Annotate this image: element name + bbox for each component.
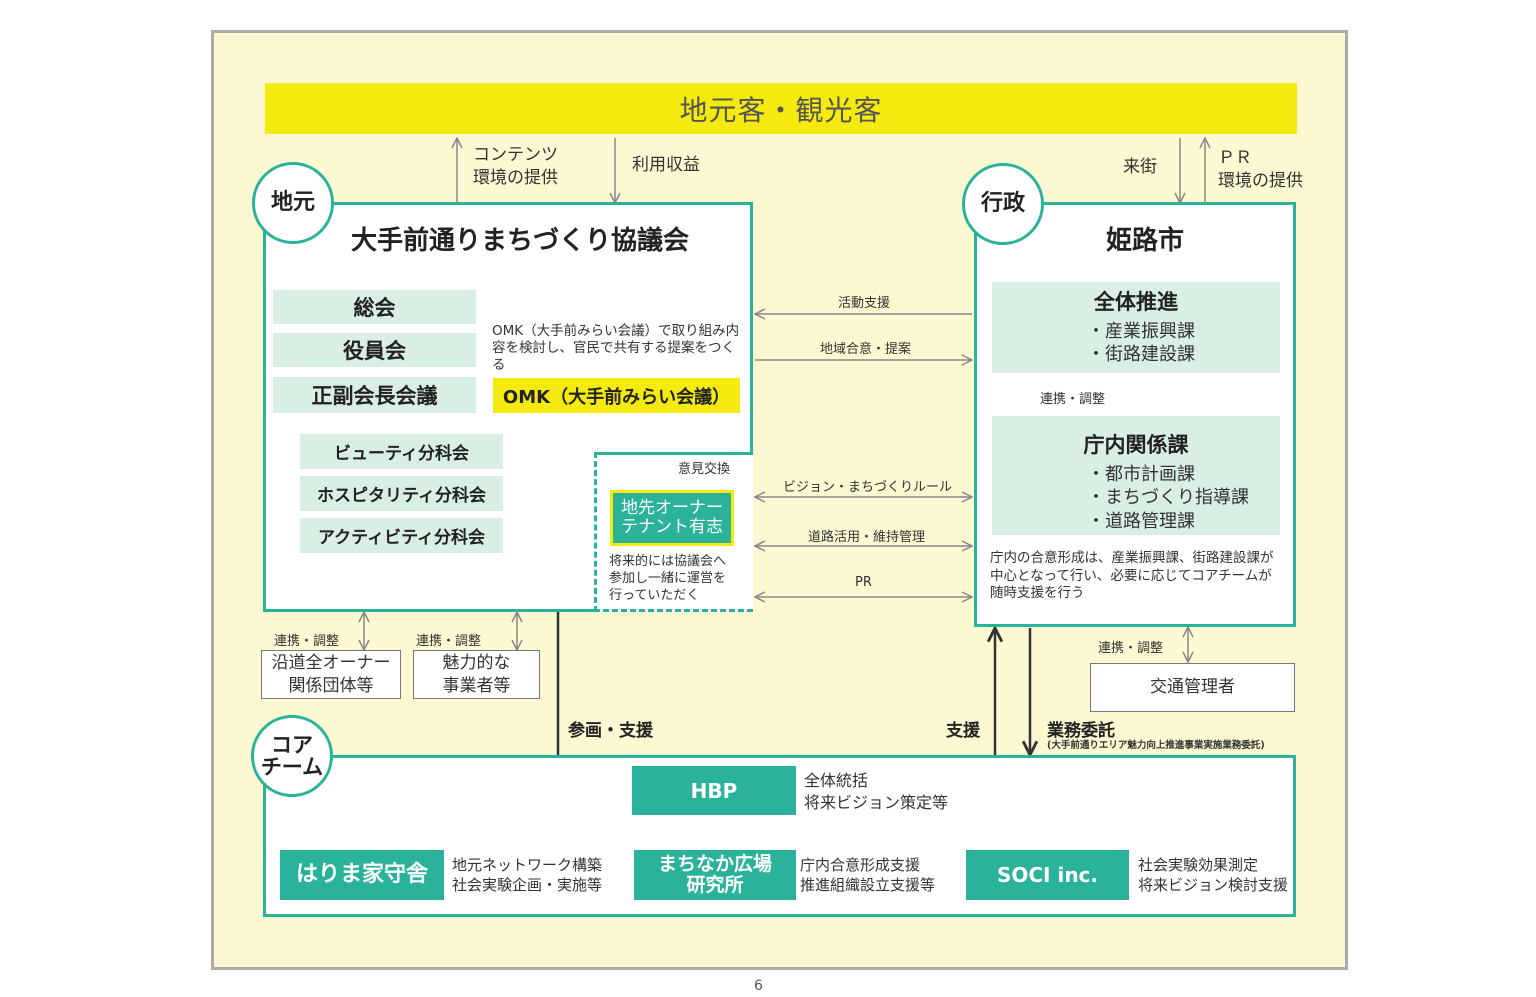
- local-badge: 地元: [252, 162, 334, 244]
- committee-chairs: 正副会長会議: [273, 377, 476, 413]
- gov-badge: 行政: [962, 163, 1044, 245]
- owner-tenant-box: 地先オーナー テナント有志: [610, 490, 734, 546]
- hbp-desc: 全体統括 将来ビジョン策定等: [804, 771, 949, 812]
- pr-label: PR: [855, 575, 872, 590]
- internal-item: ・道路管理課: [1087, 510, 1195, 532]
- vision-rules-label: ビジョン・まちづくりルール: [783, 480, 953, 495]
- owners-box: 沿道全オーナー 関係団体等: [261, 650, 401, 699]
- subcommittee-beauty: ビューティ分科会: [300, 434, 503, 469]
- promotion-item: ・産業振興課: [1087, 321, 1195, 342]
- coord-traffic-label: 連携・調整: [1098, 641, 1164, 656]
- coord-owners-label: 連携・調整: [274, 634, 340, 649]
- internal-item: ・まちづくり指導課: [1087, 487, 1249, 509]
- soci-desc: 社会実験効果測定 将来ビジョン検討支援: [1138, 856, 1289, 895]
- gov-note: 庁内の合意形成は、産業振興課、街路建設課が中心となって行い、必要に応じてコアチー…: [990, 550, 1274, 602]
- hbp-box: HBP: [632, 766, 796, 815]
- promotion-box: 全体推進 ・産業振興課 ・街路建設課: [992, 282, 1280, 373]
- traffic-box: 交通管理者: [1090, 663, 1295, 712]
- commission-note: (大手前通りエリア魅力向上推進事業実施業務委託): [1047, 740, 1265, 751]
- opinion-exchange-label: 意見交換: [678, 462, 731, 477]
- omk-box: OMK（大手前みらい会議）: [493, 378, 740, 413]
- committee-board: 役員会: [273, 333, 476, 367]
- businesses-box: 魅力的な 事業者等: [413, 650, 540, 699]
- core-team-badge: コア チーム: [251, 715, 333, 797]
- regional-consensus-label: 地域合意・提案: [820, 342, 912, 357]
- gov-coordination-label: 連携・調整: [1040, 392, 1106, 407]
- city-panel: [974, 202, 1296, 627]
- machinaka-box: まちなか広場 研究所: [634, 850, 796, 900]
- city-title: 姫路市: [1105, 226, 1184, 256]
- machinaka-desc: 庁内合意形成支援 推進組織設立支援等: [800, 856, 936, 895]
- internal-title: 庁内関係課: [1083, 433, 1189, 457]
- contents-label: コンテンツ 環境の提供: [473, 145, 558, 188]
- harima-box: はりま家守舎: [280, 850, 444, 900]
- internal-depts-box: 庁内関係課 ・都市計画課 ・まちづくり指導課 ・道路管理課: [992, 416, 1280, 535]
- subcommittee-activity: アクティビティ分科会: [300, 518, 503, 553]
- soci-box: SOCI inc.: [966, 850, 1129, 900]
- visit-label: 来街: [1123, 157, 1157, 177]
- revenue-label: 利用収益: [632, 155, 700, 175]
- harima-desc: 地元ネットワーク構築 社会実験企画・実施等: [452, 856, 603, 895]
- plan-support-label: 参画・支援: [568, 721, 653, 741]
- visitors-banner: 地元客・観光客: [265, 83, 1297, 134]
- promotion-title: 全体推進: [1094, 290, 1178, 314]
- coord-business-label: 連携・調整: [416, 634, 482, 649]
- road-use-label: 道路活用・維持管理: [808, 530, 926, 545]
- activity-support-label: 活動支援: [838, 296, 891, 311]
- local-council-title: 大手前通りまちづくり協議会: [350, 226, 689, 256]
- omk-note: OMK（大手前みらい会議）で取り組み内容を検討し、官民で共有する提案をつくる: [492, 323, 740, 373]
- owner-note: 将来的には協議会へ参加し一緒に運営を行っていただく: [609, 554, 727, 603]
- support-label: 支援: [946, 721, 980, 741]
- pr-env-label: ＰＲ 環境の提供: [1218, 148, 1303, 191]
- page-number: 6: [754, 978, 763, 994]
- committee-general: 総会: [273, 290, 476, 324]
- subcommittee-hospitality: ホスピタリティ分科会: [300, 476, 503, 511]
- commission-label: 業務委託: [1047, 721, 1115, 741]
- promotion-item: ・街路建設課: [1087, 344, 1195, 366]
- internal-item: ・都市計画課: [1087, 464, 1195, 485]
